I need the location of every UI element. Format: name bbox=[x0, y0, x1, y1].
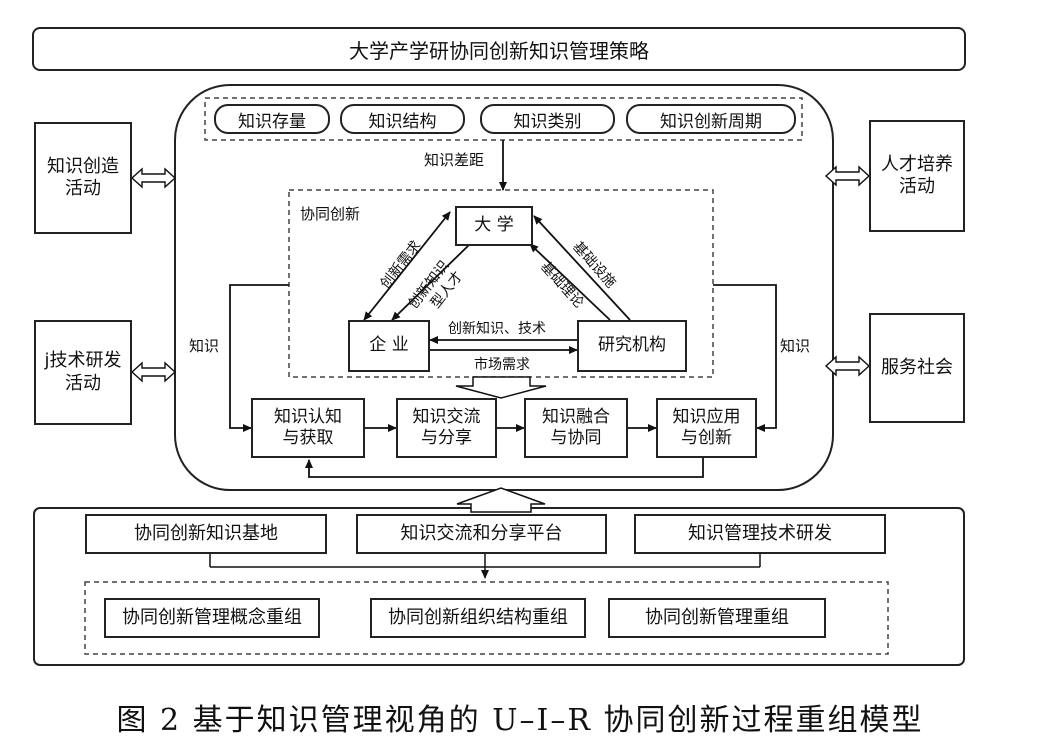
feedback-loop bbox=[305, 458, 704, 478]
edge-market-demand: 市场需求 bbox=[474, 357, 530, 373]
attr-knowledge-category: 知识类别 bbox=[480, 104, 615, 134]
step-apply: 知识应用 与创新 bbox=[656, 398, 757, 458]
reorg-dashed-box bbox=[84, 581, 889, 655]
left-knowledge-label: 知识 bbox=[189, 337, 220, 355]
title-box: 大学产学研协同创新知识管理策略 bbox=[32, 27, 966, 71]
step-integrate: 知识融合 与协同 bbox=[524, 398, 628, 458]
attr-innovation-cycle: 知识创新周期 bbox=[626, 104, 796, 134]
step-share: 知识交流 与分享 bbox=[396, 398, 497, 458]
activity-knowledge-creation: 知识创造 活动 bbox=[34, 122, 132, 234]
uni-ent-line-inner bbox=[391, 243, 471, 321]
right-knowledge-label: 知识 bbox=[780, 337, 811, 355]
node-university: 大 学 bbox=[455, 206, 533, 246]
activity-tech-rd: j技术研发 活动 bbox=[34, 320, 132, 425]
knowledge-gap-label: 知识差距 bbox=[424, 151, 485, 169]
step-acquire: 知识认知 与获取 bbox=[251, 398, 365, 458]
activity-social-service: 服务社会 bbox=[869, 313, 965, 423]
support-knowledge-base: 协同创新知识基地 bbox=[85, 514, 327, 554]
title-text: 大学产学研协同创新知识管理策略 bbox=[349, 38, 649, 63]
edge-knowledge-tech: 创新知识、技术 bbox=[448, 321, 546, 337]
support-km-tech-rd: 知识管理技术研发 bbox=[634, 514, 886, 554]
right-knowledge-loop bbox=[713, 284, 777, 432]
uni-res-line-outer bbox=[533, 215, 631, 321]
figure-caption: 图 2 基于知识管理视角的 U–I–R 协同创新过程重组模型 bbox=[116, 703, 924, 738]
uni-res-line-inner bbox=[529, 243, 611, 321]
collab-to-process-arrow bbox=[455, 376, 547, 399]
support-up-arrow bbox=[456, 487, 546, 513]
reorg-management-concept: 协同创新管理概念重组 bbox=[104, 598, 320, 638]
node-enterprise: 企 业 bbox=[348, 320, 430, 372]
reorg-org-structure: 协同创新组织结构重组 bbox=[370, 598, 586, 638]
left-knowledge-loop bbox=[229, 284, 289, 432]
double-arrow-left-top bbox=[130, 167, 177, 189]
node-research-institute: 研究机构 bbox=[577, 320, 687, 372]
attr-knowledge-stock: 知识存量 bbox=[214, 104, 330, 134]
collab-label: 协同创新 bbox=[300, 205, 361, 223]
activity-talent-cultivation: 人才培养 活动 bbox=[869, 120, 965, 232]
uni-ent-line-outer bbox=[363, 211, 451, 321]
double-arrow-right-bottom bbox=[824, 355, 871, 377]
double-arrow-left-bottom bbox=[130, 361, 177, 383]
reorg-management: 协同创新管理重组 bbox=[608, 598, 826, 638]
double-arrow-right-top bbox=[824, 165, 871, 187]
attr-knowledge-structure: 知识结构 bbox=[340, 104, 465, 134]
support-sharing-platform: 知识交流和分享平台 bbox=[356, 514, 607, 554]
